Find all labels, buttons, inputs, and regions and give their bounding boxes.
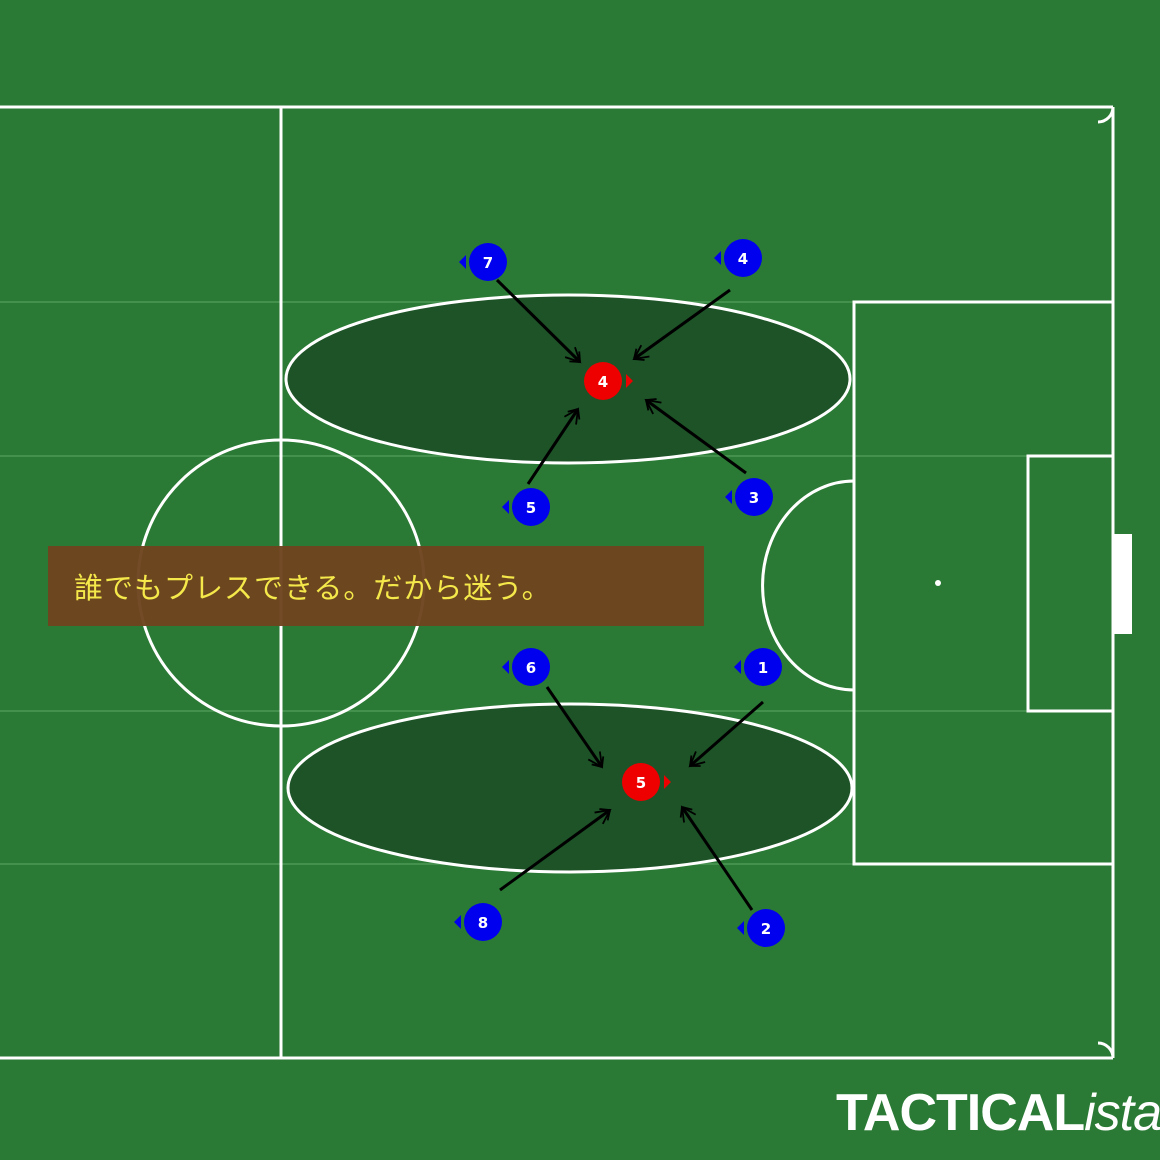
press-zone-bottom: [286, 702, 854, 874]
press-arrows: [495, 278, 764, 911]
goal: [1113, 534, 1132, 634]
arrow-1-to-5: [690, 700, 764, 766]
press-zone-top: [284, 293, 852, 465]
arrow-6-to-5: [545, 686, 602, 767]
player-number: 5: [526, 499, 536, 517]
player-number: 6: [526, 659, 536, 677]
player-number: 3: [749, 489, 759, 507]
caption-text: 誰でもプレスできる。だから迷う。: [74, 571, 552, 605]
red-player-4: 4: [584, 362, 633, 400]
blue-player-2: 2: [737, 909, 785, 947]
blue-player-4: 4: [714, 239, 762, 277]
brand-logo: TACTICALista: [836, 1078, 1160, 1148]
arrow-5-to-4: [526, 409, 578, 485]
blue-player-8: 8: [454, 903, 502, 941]
arrow-8-to-5: [499, 810, 610, 892]
red-player-5: 5: [622, 763, 671, 801]
blue-player-1: 1: [734, 648, 782, 686]
arrow-7-to-4: [495, 278, 580, 362]
player-number: 7: [483, 254, 493, 272]
blue-player-7: 7: [459, 243, 507, 281]
player-number: 2: [761, 920, 771, 938]
arrow-4-to-4: [634, 288, 731, 359]
player-number: 1: [758, 659, 768, 677]
blue-player-5: 5: [502, 488, 550, 526]
player-number: 8: [478, 914, 488, 932]
arrow-3-to-4: [646, 400, 747, 475]
blue-player-6: 6: [502, 648, 550, 686]
blue-player-3: 3: [725, 478, 773, 516]
brand-suffix: ista: [1084, 1084, 1160, 1142]
player-number: 4: [598, 373, 608, 391]
brand-main: TACTICAL: [836, 1084, 1085, 1142]
player-number: 4: [738, 250, 748, 268]
penalty-spot: [935, 580, 941, 586]
player-number: 5: [636, 774, 646, 792]
caption-banner: 誰でもプレスできる。だから迷う。: [48, 546, 704, 626]
arrow-2-to-5: [682, 807, 754, 911]
